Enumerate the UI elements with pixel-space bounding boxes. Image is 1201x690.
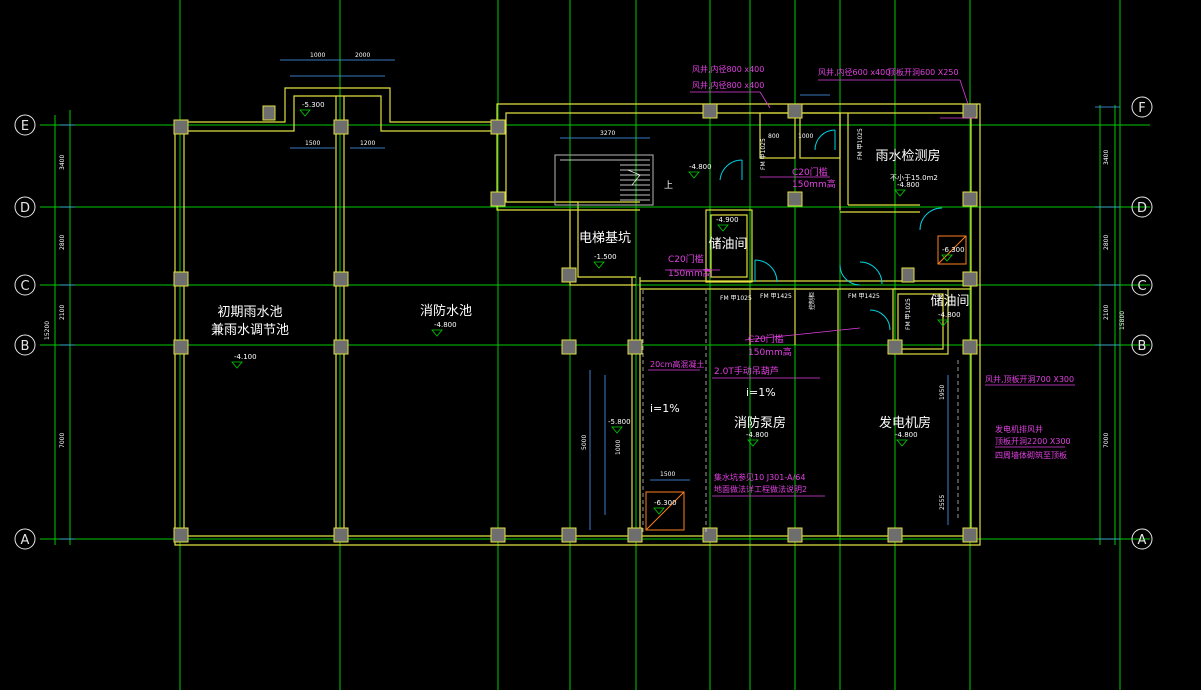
note-gen-shaft-3: 四周墙体砌筑至顶板 (995, 450, 1067, 460)
note-hoist: 2.0T手动吊葫芦 (714, 365, 779, 377)
note-threshold-1b: 150mm高 (792, 178, 836, 190)
axis-label-a: A (21, 533, 30, 548)
axis-label-b-right: B (1138, 339, 1147, 354)
dim-5000: 5000 (581, 435, 588, 450)
room-rain-test: 雨水检测房 (875, 148, 940, 164)
note-shaft-1: 风井,内径800 x400 (692, 64, 764, 74)
note-slope-2: i=1% (746, 386, 776, 399)
dim-top-800: 800 (768, 133, 780, 140)
door-tag-6: FM 甲1025 (905, 298, 912, 330)
dim-2555: 2555 (939, 495, 946, 510)
dimension-lines (60, 59, 1120, 540)
equipment-label: 控制柜 (808, 292, 816, 310)
note-trench: 20cm高混凝土 (650, 359, 704, 369)
note-drain-2: 地面做法详工程做法说明2 (714, 484, 807, 494)
note-threshold-3b: 150mm高 (748, 346, 792, 358)
note-shaft-2: 风井,内径800 x400 (692, 80, 764, 90)
level-sump-2: -6.300 (942, 246, 965, 254)
room-fire-pump: 消防泵房 (734, 415, 786, 431)
axis-label-c-right: C (1137, 279, 1146, 294)
note-threshold-3: C20门槛 (748, 333, 784, 345)
level-oil-1: -4.900 (716, 216, 739, 224)
note-slope-1: i=1% (650, 402, 680, 415)
dim-left-2100: 2100 (59, 305, 66, 320)
axis-bubbles-left (14, 114, 36, 550)
axis-label-b: B (21, 339, 30, 354)
note-up: 上 (664, 180, 673, 191)
room-initial-rain-line1: 初期雨水池 (217, 305, 282, 320)
room-oil-store-2: 储油间 (930, 294, 969, 309)
note-gen-shaft-2: 顶板开洞2200 X300 (995, 436, 1071, 446)
dim-top-1000b: 1000 (798, 133, 813, 140)
door-tag-2: FM 甲1425 (760, 293, 792, 300)
door-tag-1: FM 甲1025 (720, 295, 752, 302)
dim-1950: 1950 (939, 385, 946, 400)
level-trench: -5.800 (608, 418, 631, 426)
level-generator: -4.800 (895, 431, 918, 439)
door-tag-3: FM 甲1425 (848, 293, 880, 300)
level-pool-2: -4.800 (434, 321, 457, 329)
axis-bubbles-right (1131, 96, 1153, 550)
note-threshold-1: C20门槛 (792, 166, 828, 178)
note-threshold-2: C20门槛 (668, 253, 704, 265)
room-elevator-pit: 电梯基坑 (579, 231, 631, 246)
dim-right-2100: 2100 (1103, 305, 1110, 320)
axis-label-d-right: D (1137, 201, 1147, 216)
dim-right-7000: 7000 (1103, 433, 1110, 448)
note-gen-shaft-1: 发电机排风井 (995, 424, 1043, 434)
door-swings (719, 129, 943, 331)
dim-right-2800: 2800 (1103, 235, 1110, 250)
level-pump: -4.800 (746, 431, 769, 439)
room-oil-store-1: 储油间 (708, 237, 747, 252)
door-tag-5: FM 甲1025 (760, 138, 767, 170)
level-rain-test: -4.800 (897, 181, 920, 189)
room-fire-pool: 消防水池 (420, 303, 472, 319)
dim-left-7000: 7000 (59, 433, 66, 448)
note-shaft-right: 风井,顶板开洞700 X300 (985, 374, 1074, 384)
room-initial-rain-line2: 兼雨水调节池 (211, 323, 289, 338)
columns (173, 103, 978, 543)
level-stair: -4.800 (689, 163, 712, 171)
dim-1000: 1000 (615, 440, 622, 455)
stairs (560, 159, 650, 201)
level-top: -5.300 (302, 101, 325, 109)
dim-top-1000: 1000 (310, 52, 325, 59)
annotation-leaders (648, 79, 1075, 497)
note-drain-1: 集水坑参见10 J301-A/64 (714, 472, 805, 482)
dim-1500: 1500 (660, 471, 675, 478)
dim-top-1500: 1500 (305, 140, 320, 147)
level-pool-1: -4.100 (234, 353, 257, 361)
axis-label-e: E (21, 119, 29, 134)
axis-label-a-right: A (1138, 533, 1147, 548)
dim-right-3400: 3400 (1103, 150, 1110, 165)
dim-left-3400: 3400 (59, 155, 66, 170)
axis-label-f-right: F (1138, 101, 1145, 116)
note-shaft-3: 风井,内径600 x400 (818, 67, 890, 77)
level-oil-2: -4.800 (938, 311, 961, 319)
dashed-lines (642, 290, 959, 535)
note-area: 不小于15.0m2 (890, 173, 938, 182)
room-generator: 发电机房 (879, 415, 931, 431)
axis-label-c: C (20, 279, 29, 294)
dim-left-15200: 15200 (44, 321, 51, 340)
level-symbols (231, 109, 953, 515)
note-louver-1: 顶板开洞600 X250 (888, 67, 959, 77)
dim-left-2800: 2800 (59, 235, 66, 250)
note-threshold-2b: 150mm高 (668, 267, 712, 279)
dim-top-2000: 2000 (355, 52, 370, 59)
dim-top-1200: 1200 (360, 140, 375, 147)
dim-top-3270: 3270 (600, 130, 615, 137)
sump-pits (645, 235, 967, 531)
axis-label-d: D (20, 201, 30, 216)
level-elevator: -1.500 (594, 253, 617, 261)
dim-right-15800: 15800 (1119, 311, 1126, 330)
door-tag-4: FM 甲1025 (857, 128, 864, 160)
level-sump-1: -6.300 (654, 499, 677, 507)
